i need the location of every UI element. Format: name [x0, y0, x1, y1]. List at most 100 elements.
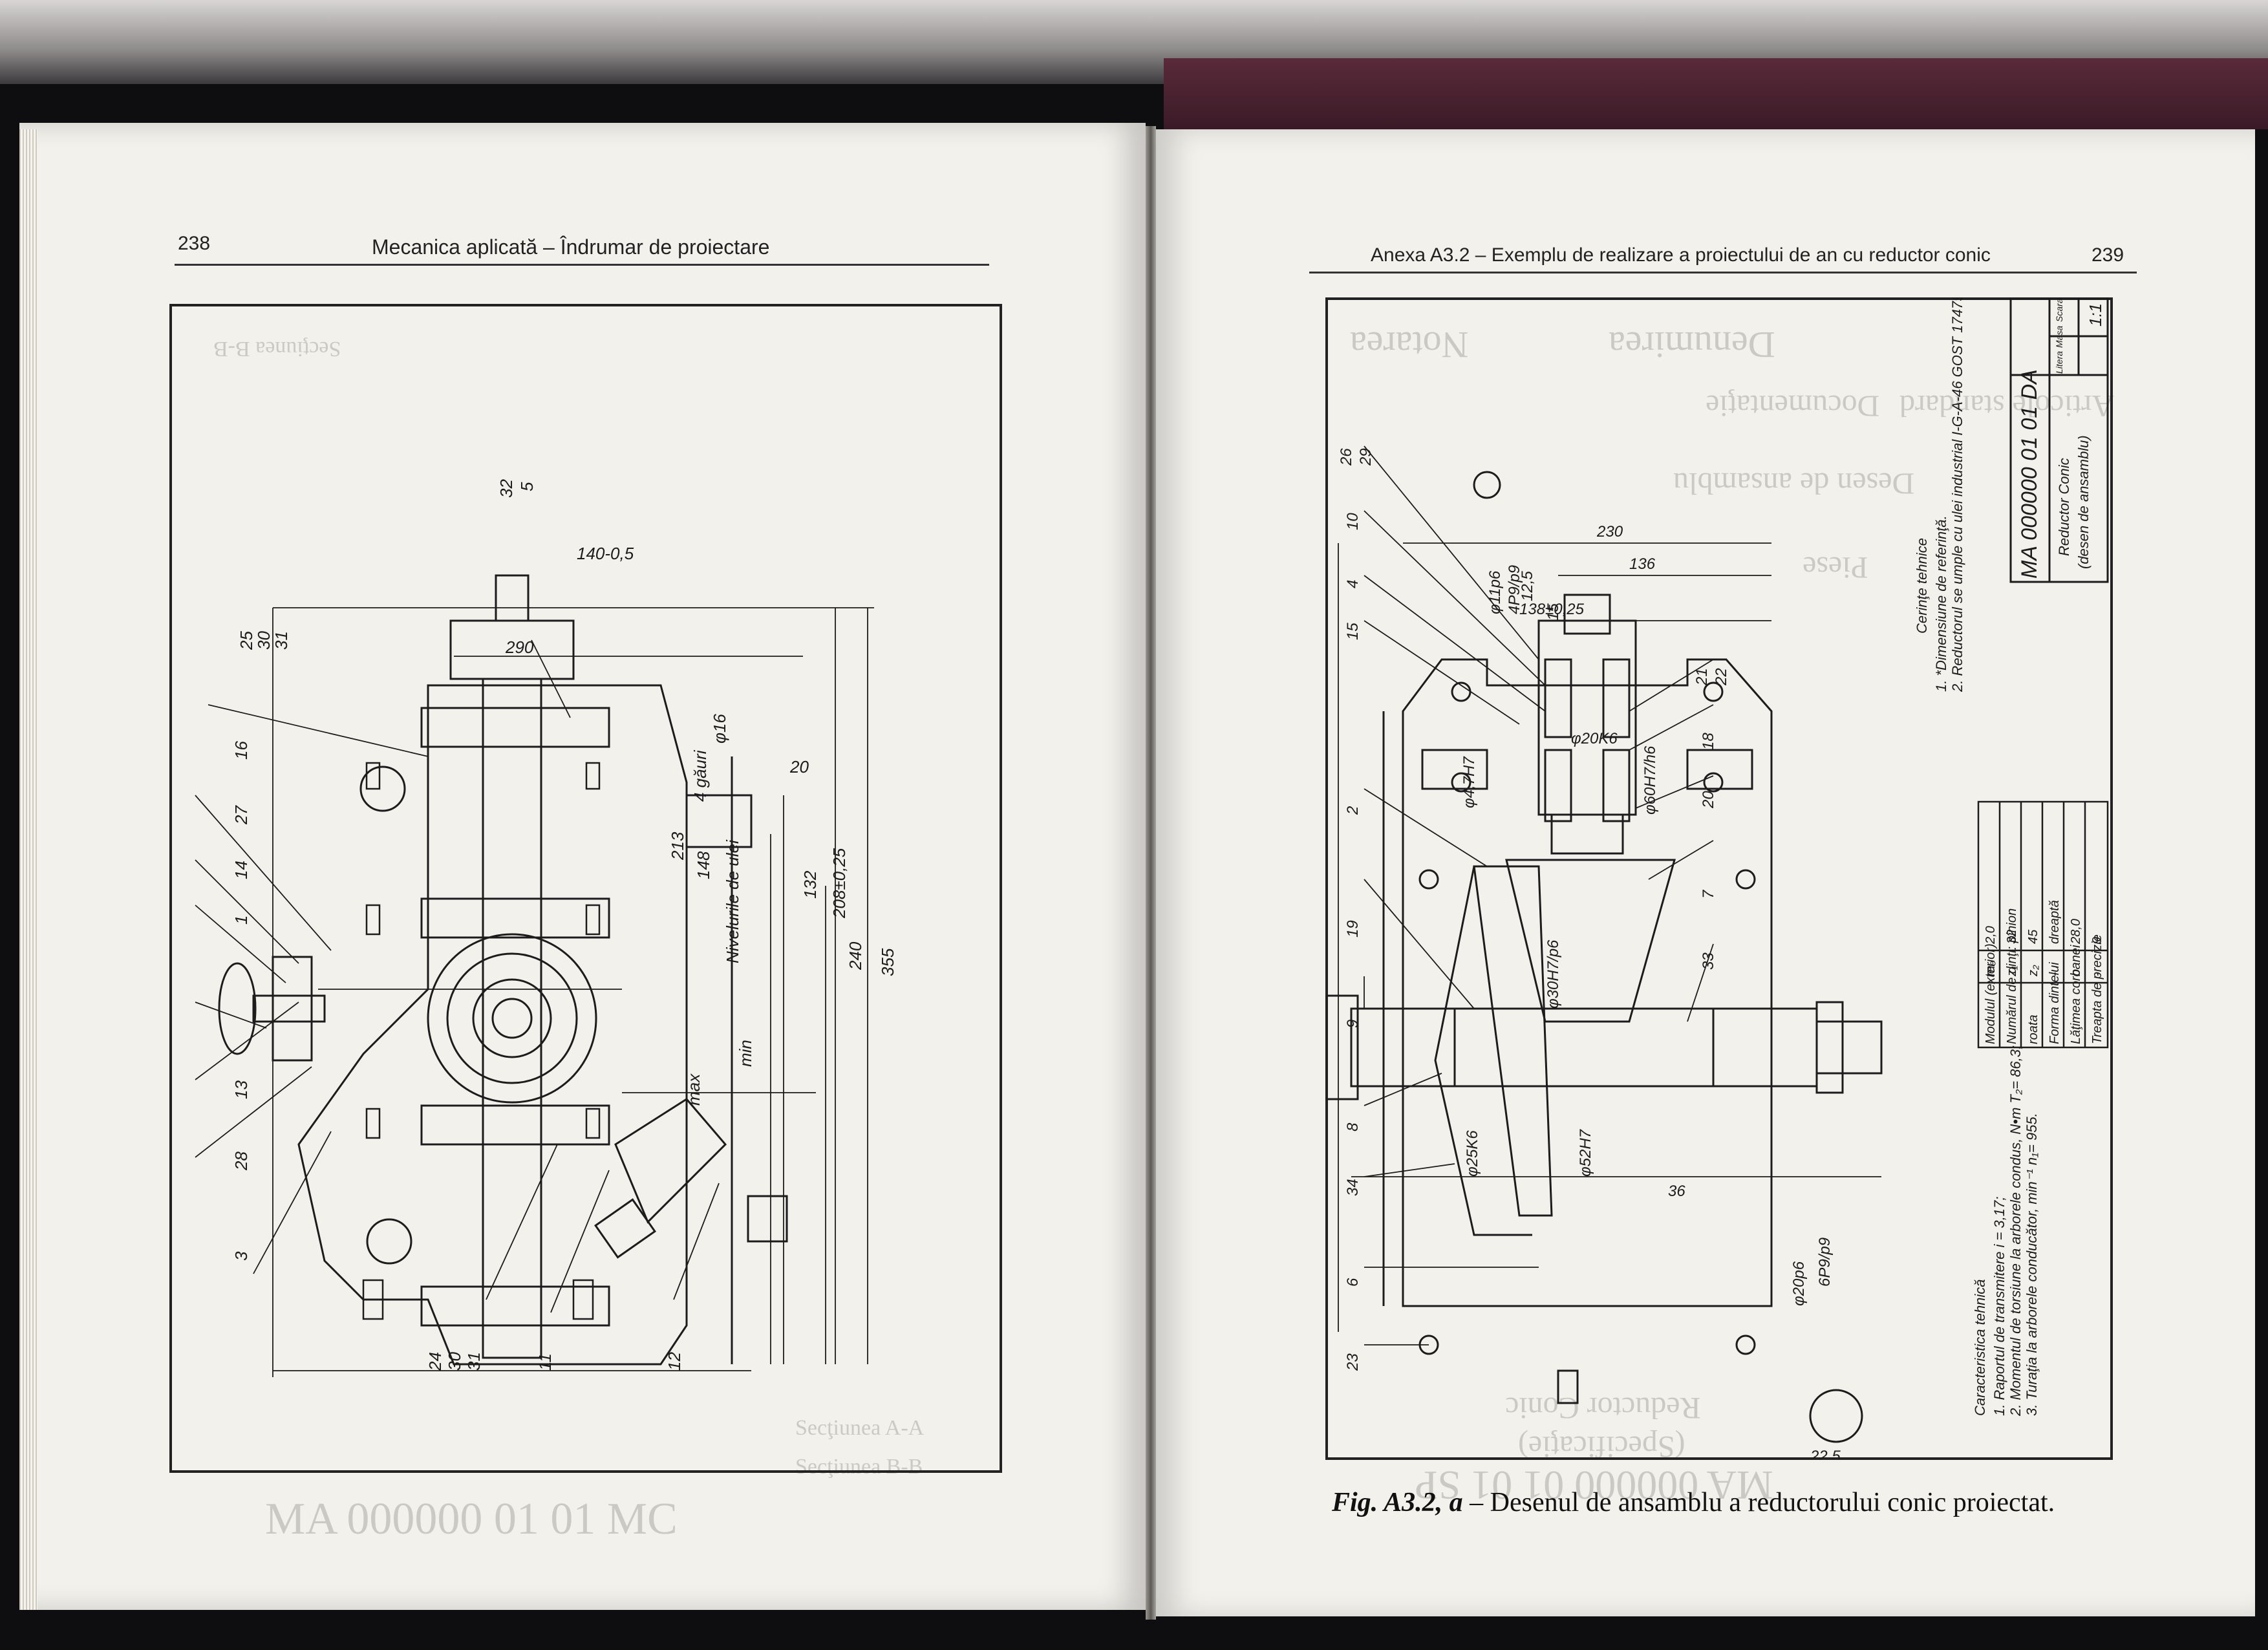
- right-page: Notarea Denumirea Documentaţie Desen de …: [1156, 129, 2255, 1616]
- part-number: 2: [1344, 806, 1362, 815]
- bleed-text: Secţiunea B-B: [795, 1455, 923, 1479]
- part-number: 5: [517, 482, 537, 491]
- requirement-item: 1. *Dimensiune de referinţă.: [1933, 515, 1949, 692]
- part-number: 30: [445, 1352, 464, 1371]
- gear-table-cell: Modulul (exterior): [1984, 943, 1998, 1044]
- title-block-scale: 1:1: [2086, 303, 2105, 327]
- dim-label: 148: [694, 851, 713, 879]
- gear-table-cell: roata: [2026, 1014, 2040, 1044]
- title-block-header: Litera: [2054, 351, 2064, 374]
- part-number: 8: [1344, 1122, 1362, 1131]
- dim-label: 290: [505, 638, 534, 657]
- gear-table-cell: 9: [2090, 937, 2104, 944]
- part-number: 26: [1338, 448, 1355, 466]
- part-number: 23: [1344, 1353, 1362, 1371]
- title-block-name: Reductor Conic: [2056, 458, 2072, 556]
- book-gutter: [1146, 126, 1156, 1620]
- figure-caption-text: – Desenul de ansamblu a reductorului con…: [1462, 1488, 2055, 1517]
- page-number: 239: [2091, 244, 2124, 266]
- part-number: 12: [665, 1352, 684, 1371]
- dim-label: 230: [1596, 523, 1623, 541]
- drawing-frame: [169, 304, 1002, 1473]
- dim-label: φ11p6: [1486, 570, 1504, 614]
- part-number: 19: [1344, 920, 1362, 938]
- gear-table-cell: dreaptă: [2048, 900, 2062, 944]
- dim-label: 208±0,25: [829, 848, 849, 919]
- gear-table-cell: -: [2048, 972, 2062, 976]
- dim-label: 140-0,5: [577, 544, 634, 563]
- part-number: 28: [231, 1152, 251, 1171]
- spec-item: 2. Momentul de torsiune la arborele cond…: [2007, 1045, 2024, 1417]
- drawing-frame: [1325, 297, 2113, 1460]
- part-number: 7: [1700, 889, 1717, 899]
- spec-item: 1. Raportul de transmitere i = 3,17;: [1991, 1197, 2007, 1416]
- part-number: 21: [1693, 668, 1711, 686]
- gear-table-cell: -: [2090, 972, 2104, 976]
- dim-label: 213: [668, 831, 687, 861]
- dim-label: 22,5: [1810, 1448, 1841, 1460]
- page-edges: [19, 129, 37, 1610]
- gear-table-cell: mₑ: [1984, 961, 1998, 976]
- dim-label: max: [684, 1073, 703, 1106]
- dim-label: φ16: [710, 714, 729, 744]
- header-rule: [175, 264, 989, 266]
- dim-label: φ20K6: [1571, 730, 1618, 747]
- dim-label: 20: [789, 757, 809, 777]
- title-block-designation: MA 000000 01 01 DA: [2017, 369, 2042, 579]
- gear-table-cell: z₁: [2005, 966, 2019, 977]
- dim-label: 6P9/p9: [1816, 1238, 1834, 1287]
- part-number: 10: [1344, 513, 1362, 530]
- part-number: 31: [272, 631, 291, 650]
- dim-label: φ20p6: [1790, 1261, 1808, 1306]
- dim-label: min: [736, 1040, 755, 1067]
- dim-label: φ30H7/p6: [1545, 939, 1562, 1009]
- gear-table-cell: 2,0: [1984, 926, 1998, 945]
- part-number: 11: [535, 1353, 555, 1371]
- dim-label: φ25K6: [1464, 1130, 1481, 1177]
- dim-label: 132: [800, 870, 820, 899]
- title-block-header: Masa: [2054, 326, 2064, 348]
- figure-caption: Fig. A3.2, a – Desenul de ansamblu a red…: [1332, 1487, 2055, 1518]
- part-number: 18: [1700, 733, 1717, 750]
- part-number: 34: [1344, 1179, 1362, 1196]
- part-number: 27: [231, 805, 251, 825]
- dim-label: φ52H7: [1577, 1128, 1594, 1177]
- part-number: 30: [254, 631, 273, 650]
- gear-table-cell: Forma dintelui: [2048, 962, 2062, 1044]
- requirements-title: Cerinţe tehnice: [1914, 538, 1930, 634]
- gearbox-side-view-drawing: 290 140-0,5 20 4 găuri φ16 213 148 132 2…: [195, 479, 897, 1377]
- gear-table-cell: 45: [2026, 929, 2040, 944]
- dim-label: Nivelurile de ulei: [723, 839, 742, 963]
- gear-table-cell: b: [2069, 969, 2083, 976]
- part-number: 6: [1344, 1278, 1362, 1287]
- part-number: 31: [464, 1352, 484, 1371]
- gear-table-cell: 28,0: [2069, 919, 2083, 945]
- part-number: 24: [425, 1352, 445, 1371]
- dim-label: 240: [846, 941, 865, 970]
- part-number: 4: [1344, 580, 1362, 588]
- dim-label: φ4,7H7: [1460, 756, 1478, 808]
- dim-label: 36: [1668, 1183, 1685, 1200]
- part-number: 15: [1344, 623, 1362, 640]
- gear-table-cell: Numărul de dinţi: pinion: [2005, 908, 2019, 1044]
- part-number: 22: [1713, 668, 1730, 686]
- dim-label: 4 găuri: [690, 749, 710, 802]
- dim-label: 15: [1545, 603, 1562, 621]
- part-number: 25: [237, 631, 256, 650]
- part-number: 16: [231, 741, 251, 760]
- dim-label: φ60H7/h6: [1642, 745, 1659, 815]
- part-number: 20: [1700, 791, 1717, 809]
- dim-label: 138±0,25: [1519, 601, 1585, 618]
- gear-table-cell: Lăţimea coroanei: [2069, 945, 2083, 1044]
- part-number: 33: [1700, 952, 1717, 970]
- requirement-item: 2. Reductorul se umple cu ulei industria…: [1949, 297, 1965, 692]
- running-title: Mecanica aplicată – Îndrumar de proiecta…: [372, 235, 770, 259]
- gear-table-cell: Treapta de precizie: [2090, 934, 2104, 1044]
- part-number: 29: [1357, 448, 1375, 466]
- dim-label: 12,5: [1519, 571, 1536, 601]
- part-number: 32: [497, 479, 516, 498]
- part-number: 9: [1344, 1020, 1362, 1028]
- figure-caption-label: Fig. A3.2, a: [1332, 1488, 1463, 1517]
- spec-item: 3. Turaţia la arborele conducător, min⁻¹…: [2024, 1113, 2040, 1416]
- part-number: 14: [231, 861, 251, 879]
